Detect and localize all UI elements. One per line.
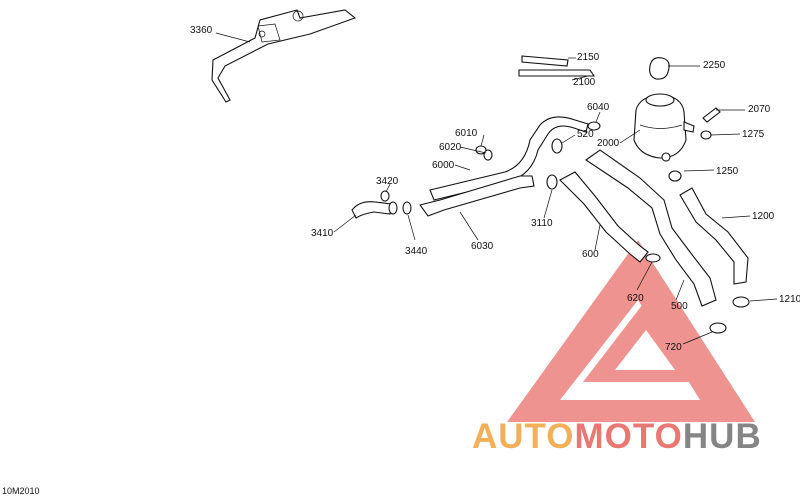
label-6020: 6020 <box>439 142 462 153</box>
watermark-word-auto: AUTO <box>472 417 575 456</box>
label-6000: 6000 <box>432 160 455 171</box>
hose-3410 <box>351 190 412 219</box>
hose-500 <box>585 149 717 307</box>
label-2150: 2150 <box>577 52 600 63</box>
clamp-6020 <box>483 149 493 161</box>
label-6040: 6040 <box>587 102 610 113</box>
label-2100: 2100 <box>573 77 596 88</box>
clamp-1210 <box>732 296 750 308</box>
label-600: 600 <box>582 249 599 260</box>
clamp-3110 <box>546 174 558 190</box>
expansion-tank-2000 <box>633 93 695 162</box>
svg-text:AUTOMOTOHUB: AUTOMOTOHUB <box>472 417 762 456</box>
bracket-3360 <box>211 9 357 103</box>
pipe-6000 <box>429 116 589 201</box>
label-720: 720 <box>665 342 682 353</box>
watermark-word-moto: MOTO <box>575 417 683 456</box>
leader-lines <box>215 32 778 345</box>
label-500: 500 <box>671 301 688 312</box>
label-3110: 3110 <box>531 218 553 229</box>
label-3410: 3410 <box>311 228 334 239</box>
hose-2100 <box>518 69 596 77</box>
label-2000: 2000 <box>597 138 620 149</box>
label-2250: 2250 <box>703 60 726 71</box>
part-labels: 3360 2150 2100 2250 2070 1275 6040 520 2… <box>190 25 800 353</box>
label-620: 620 <box>627 293 644 304</box>
clamp-1275 <box>700 130 712 140</box>
label-3420: 3420 <box>376 176 399 187</box>
clamp-520 <box>551 138 563 154</box>
hose-6030 <box>419 175 535 217</box>
label-1200: 1200 <box>752 211 775 222</box>
cap-2250 <box>649 57 670 80</box>
watermark-text: AUTOMOTOHUB <box>472 417 762 456</box>
label-1250: 1250 <box>716 166 739 177</box>
label-1275: 1275 <box>742 129 765 140</box>
hose-600 <box>559 171 649 263</box>
diagram-code: 10M2010 <box>2 486 40 496</box>
label-2070: 2070 <box>748 104 771 115</box>
clamp-1250 <box>668 170 682 182</box>
watermark-word-hub: HUB <box>683 417 762 456</box>
label-1210: 1210 <box>779 294 800 305</box>
hose-2150 <box>521 55 569 67</box>
label-3360: 3360 <box>190 25 213 36</box>
label-3440: 3440 <box>405 246 428 257</box>
clamp-720 <box>709 322 727 334</box>
label-6010: 6010 <box>455 128 478 139</box>
label-520: 520 <box>577 129 594 140</box>
watermark-logo <box>507 240 755 422</box>
label-6030: 6030 <box>471 241 494 252</box>
clamp-620 <box>645 253 661 263</box>
hose-1200 <box>679 187 749 285</box>
bolt-2070 <box>702 107 721 123</box>
